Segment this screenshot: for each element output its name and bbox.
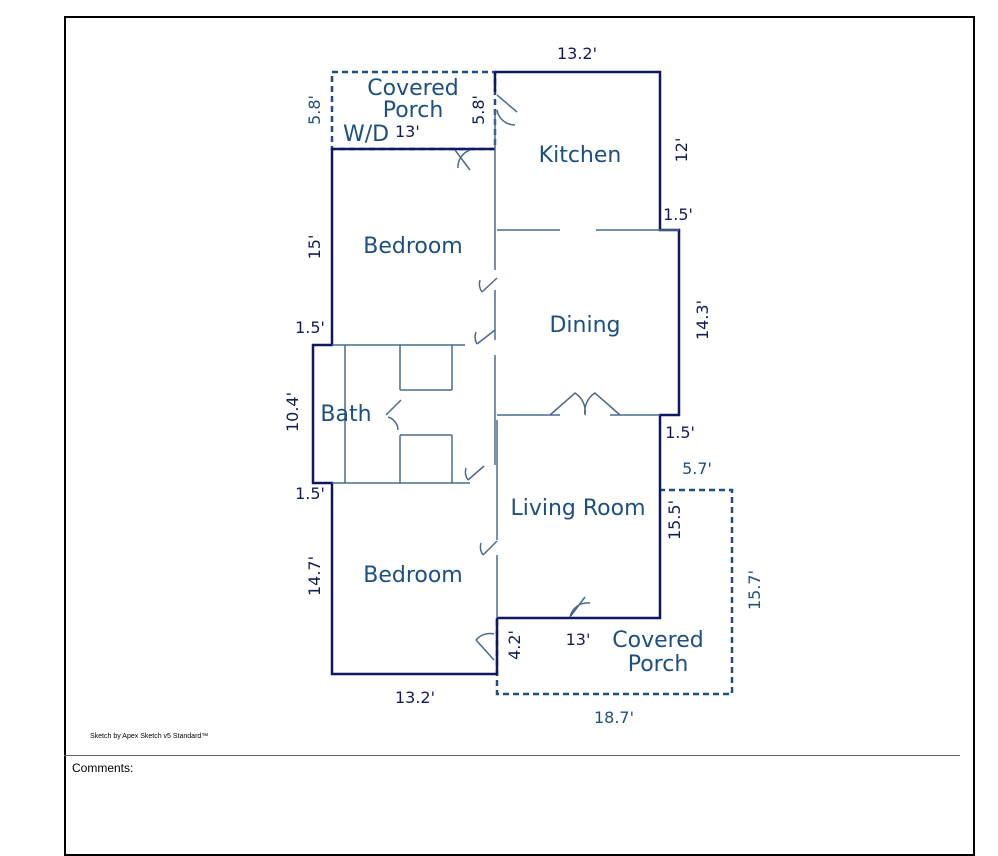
dim-porch-bottom-left: 4.2' xyxy=(505,630,524,660)
room-label-bedroom-top: Bedroom xyxy=(363,234,463,259)
dim-kitchen-step: 1.5' xyxy=(663,205,693,224)
dim-bottom-width: 13.2' xyxy=(395,688,435,707)
door-bath-icon xyxy=(385,399,402,431)
dim-kitchen-right: 12' xyxy=(672,138,691,163)
room-label-kitchen: Kitchen xyxy=(539,143,622,168)
dim-left-step-bottom: 1.5' xyxy=(295,484,325,503)
door-bedroom-bottom-icon xyxy=(479,540,498,556)
door-hall-icon xyxy=(474,329,496,345)
dim-porch-bottom-width: 18.7' xyxy=(594,708,634,727)
dim-top-width: 13.2' xyxy=(557,44,597,63)
dim-porch-bottom-right: 15.7' xyxy=(745,570,764,610)
dim-left-step-top: 1.5' xyxy=(295,318,325,337)
door-hall-bottom-icon xyxy=(464,465,485,481)
sketch-credit: Sketch by Apex Sketch v5 Standard™ xyxy=(90,733,209,740)
room-label-living-room: Living Room xyxy=(510,496,645,521)
dim-bath: 10.4' xyxy=(283,392,302,432)
door-bedroom-porch-icon xyxy=(454,149,471,171)
interior-walls xyxy=(332,110,679,618)
door-bedroom-porch-bottom-icon xyxy=(475,632,495,661)
wd-label: W/D xyxy=(343,122,389,147)
door-bedroom-top-icon xyxy=(478,277,498,293)
room-label-dining: Dining xyxy=(549,313,620,338)
door-kitchen-porch-icon xyxy=(496,94,518,126)
dim-bedroom-top: 15' xyxy=(305,235,324,260)
dim-porch-top-inner: 5.8' xyxy=(469,95,488,125)
covered-porch-top-label-line1: Covered xyxy=(367,76,458,101)
dim-living-right: 15.5' xyxy=(665,500,684,540)
dim-porch-top-left: 5.8' xyxy=(305,95,324,125)
dim-dining-right: 14.3' xyxy=(693,300,712,340)
door-dining-living-icon xyxy=(549,392,621,416)
door-living-porch-icon xyxy=(569,596,591,618)
dim-porch-bottom-inner: 13' xyxy=(566,630,591,649)
covered-porch-bottom-label-line2: Porch xyxy=(628,652,689,677)
dim-porch-top-width: 13' xyxy=(395,122,420,141)
comments-label: Comments: xyxy=(72,761,134,775)
dim-porch-bottom-top: 5.7' xyxy=(682,459,712,478)
room-label-bedroom-bottom: Bedroom xyxy=(363,563,463,588)
covered-porch-bottom-label-line1: Covered xyxy=(612,628,703,653)
dim-bedroom-bottom: 14.7' xyxy=(305,556,324,596)
exterior-walls xyxy=(311,70,681,676)
room-label-bath: Bath xyxy=(320,402,371,427)
comments-divider xyxy=(64,755,960,756)
dim-dining-step: 1.5' xyxy=(665,423,695,442)
door-swings xyxy=(385,94,621,661)
covered-porch-top-label-line2: Porch xyxy=(383,98,444,123)
